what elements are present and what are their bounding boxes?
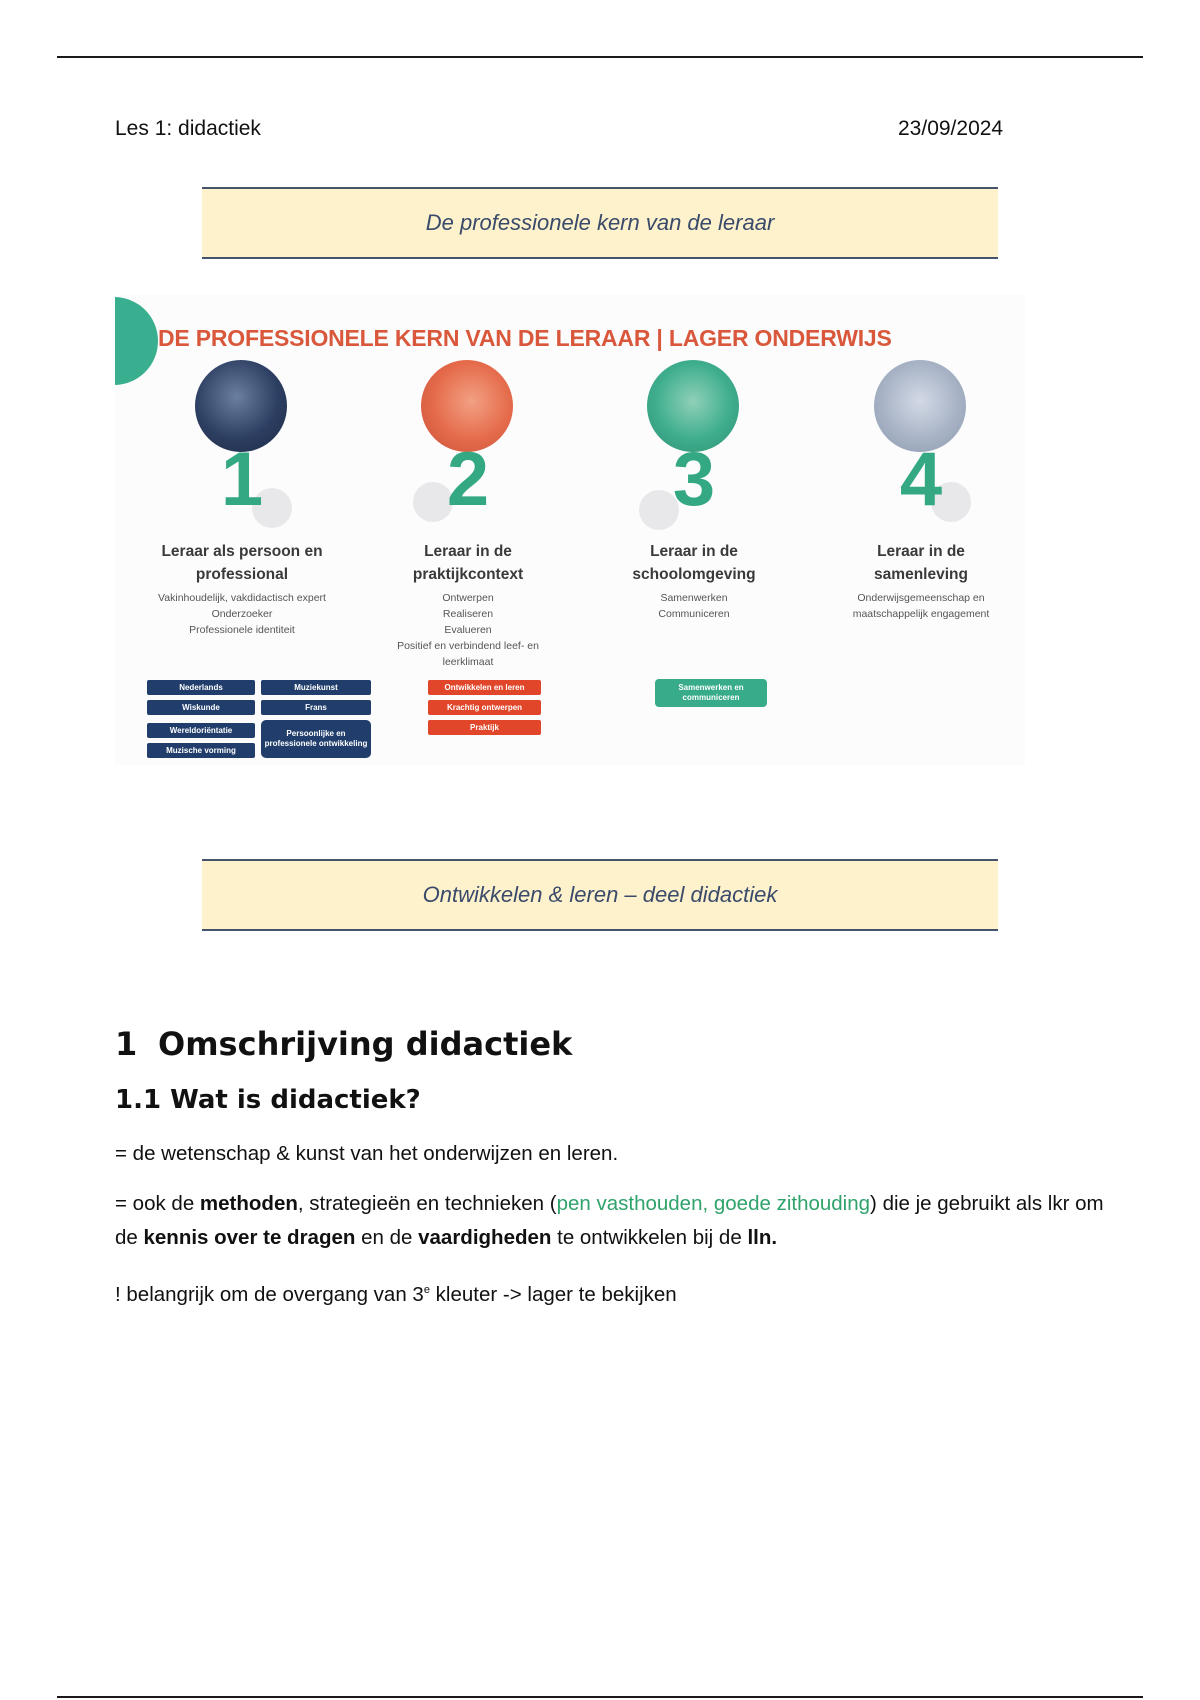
tag-muziekunst: Muziekunst [261, 680, 371, 695]
tag-nederlands: Nederlands [147, 680, 255, 695]
column-items-3: Samenwerken Communiceren [658, 592, 730, 620]
teacher-photo-2 [421, 360, 513, 452]
figure-title: DE PROFESSIONELE KERN VAN DE LERAAR | LA… [158, 325, 892, 351]
paragraph-transition: ! belangrijk om de overgang van 3e kleut… [115, 1282, 677, 1306]
figure-corner-shape [115, 297, 158, 385]
bottom-rule [57, 1696, 1143, 1698]
tag-samenwerken-communiceren: Samenwerken en communiceren [655, 679, 767, 707]
paragraph-definition: = de wetenschap & kunst van het onderwij… [115, 1142, 619, 1165]
column-title-4: Leraar in de samenleving [874, 543, 968, 583]
column-number-3: 3 [672, 437, 716, 522]
tag-wiskunde: Wiskunde [147, 700, 255, 715]
tag-muzische-vorming: Muzische vorming [147, 743, 255, 758]
tag-wereldorientatie: Wereldoriëntatie [147, 723, 255, 738]
paragraph-methods: = ook de methoden, strategieën en techni… [115, 1192, 1104, 1249]
column-title-1: Leraar als persoon en professional [161, 543, 323, 583]
tag-frans: Frans [261, 700, 371, 715]
top-rule [57, 56, 1143, 58]
teacher-photo-4 [874, 360, 966, 452]
banner-ontwikkelen-leren: Ontwikkelen & leren – deel didactiek [202, 859, 998, 931]
column-number-2: 2 [446, 437, 490, 522]
subsection-heading: 1.1 Wat is didactiek? [115, 1085, 421, 1115]
header-date: 23/09/2024 [898, 117, 1004, 140]
column-items-4: Onderwijsgemeenschap en maatschappelijk … [852, 592, 990, 620]
teacher-photo-3 [647, 360, 739, 452]
column-items-1: Vakinhoudelijk, vakdidactisch expert Ond… [158, 592, 326, 636]
tag-praktijk: Praktijk [428, 720, 541, 735]
column-items-2: Ontwerpen Realiseren Evalueren Positief … [397, 592, 539, 668]
column-number-1: 1 [220, 437, 264, 522]
teacher-photo-1 [195, 360, 287, 452]
tag-persoonlijke-ontwikkeling: Persoonlijke en professionele ontwikkeli… [261, 720, 371, 758]
tag-ontwikkelen-en-leren: Ontwikkelen en leren [428, 680, 541, 695]
tag-krachtig-ontwerpen: Krachtig ontwerpen [428, 700, 541, 715]
header-course: Les 1: didactiek [115, 117, 261, 140]
column-number-4: 4 [899, 437, 943, 522]
column-title-2: Leraar in de praktijkcontext [412, 543, 524, 583]
column-title-3: Leraar in de schoolomgeving [632, 543, 756, 583]
professional-core-figure: DE PROFESSIONELE KERN VAN DE LERAAR | LA… [115, 295, 1025, 765]
banner-professional-core: De professionele kern van de leraar [202, 187, 998, 259]
